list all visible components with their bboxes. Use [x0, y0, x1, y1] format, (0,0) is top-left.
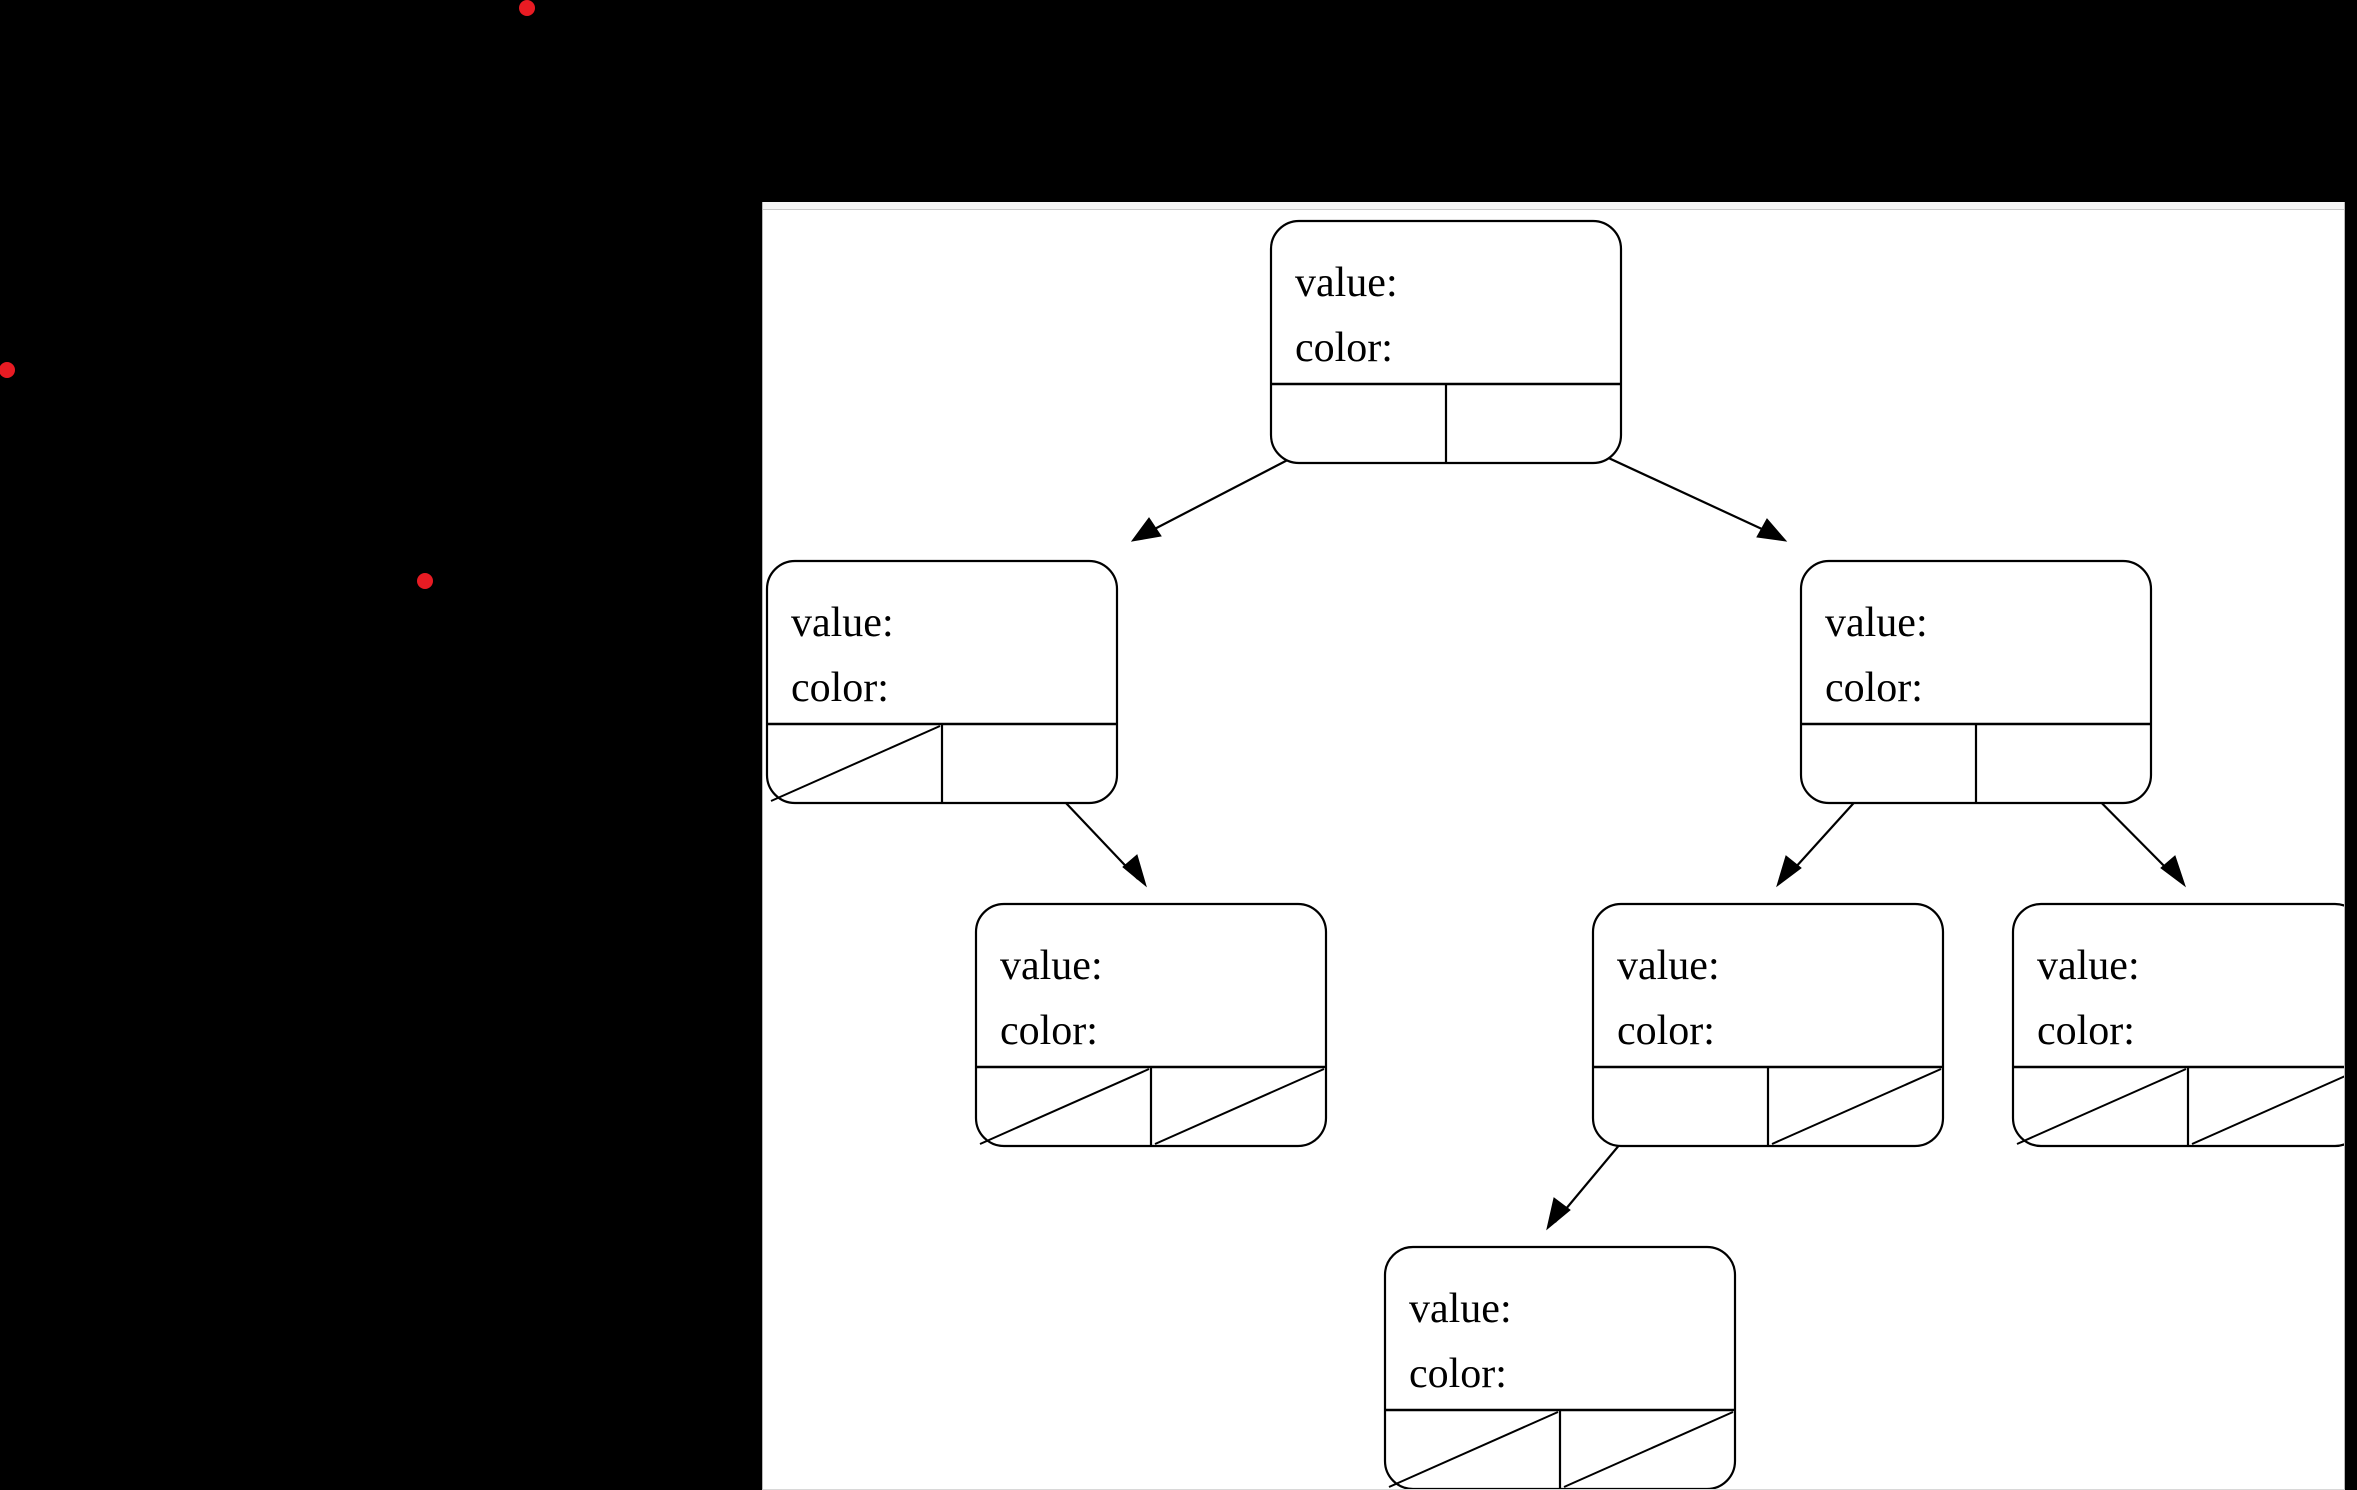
node-value-label: value:: [2037, 943, 2140, 989]
node-value-label: value:: [1295, 260, 1398, 306]
marker-dot-mid: [417, 573, 433, 589]
node-color-label: color:: [1000, 1008, 1098, 1054]
node-color-label: color:: [2037, 1008, 2135, 1054]
node-color-label: color:: [1617, 1008, 1715, 1054]
node-value-label: value:: [1617, 943, 1720, 989]
null-pointer-slash-left: [770, 725, 941, 802]
tree-diagram-svg: value: color: value: color: value: color…: [765, 219, 2344, 1489]
tree-node-right-right[interactable]: value: color:: [2011, 902, 2344, 1148]
null-pointer-slash-left: [1388, 1411, 1559, 1488]
node-color-label: color:: [1825, 665, 1923, 711]
node-value-label: value:: [1409, 1286, 1512, 1332]
null-pointer-slash-left: [2016, 1068, 2187, 1145]
tree-node-right[interactable]: value: color:: [1799, 559, 2153, 805]
marker-dot-left: [0, 362, 15, 378]
node-value-label: value:: [791, 600, 894, 646]
node-color-label: color:: [1295, 325, 1393, 371]
graph-viewer-panel[interactable]: value: color: value: color: value: color…: [762, 202, 2345, 1490]
node-value-label: value:: [1000, 943, 1103, 989]
null-pointer-slash-right: [1563, 1411, 1734, 1488]
tree-node-left[interactable]: value: color:: [765, 559, 1119, 805]
marker-dot-top: [519, 0, 535, 16]
null-pointer-slash-left: [979, 1068, 1150, 1145]
tree-node-left-right[interactable]: value: color:: [974, 902, 1328, 1148]
null-pointer-slash-right: [1154, 1068, 1325, 1145]
tree-node-deep[interactable]: value: color:: [1383, 1245, 1737, 1489]
node-value-label: value:: [1825, 600, 1928, 646]
node-color-label: color:: [1409, 1351, 1507, 1397]
null-pointer-slash-right: [2191, 1075, 2344, 1145]
tree-node-root[interactable]: value: color:: [1269, 219, 1623, 465]
tree-node-right-left[interactable]: value: color:: [1591, 902, 1945, 1148]
viewer-topbar: [763, 202, 2344, 210]
null-pointer-slash-right: [1771, 1068, 1942, 1145]
tree-diagram-canvas[interactable]: value: color: value: color: value: color…: [763, 211, 2344, 1489]
node-color-label: color:: [791, 665, 889, 711]
